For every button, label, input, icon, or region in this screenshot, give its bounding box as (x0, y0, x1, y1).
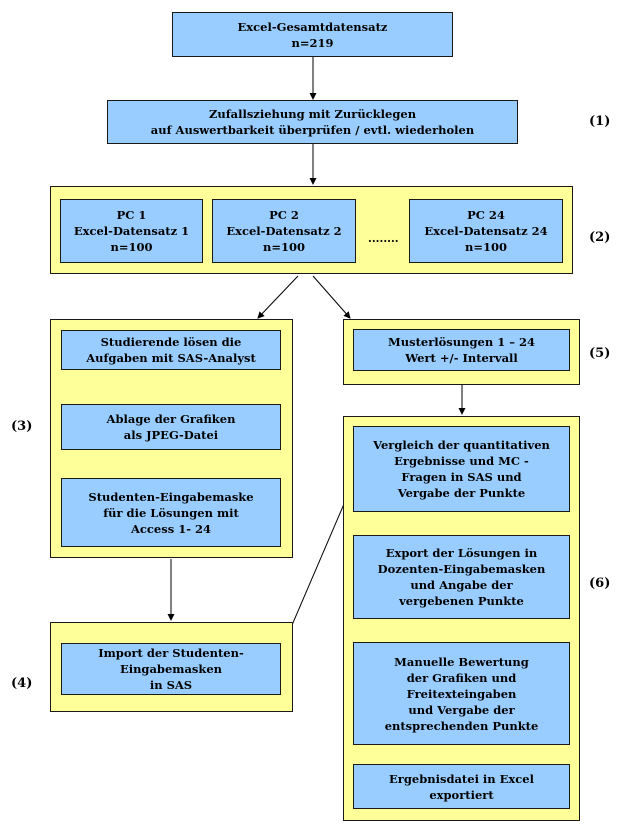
step-label-4: (4) (11, 676, 33, 691)
step-label-5: (5) (589, 346, 611, 361)
pc-ellipsis: ........ (368, 232, 399, 245)
step-label-6: (6) (589, 576, 611, 591)
arrow-pcs-to-students (257, 275, 299, 319)
step-label-2: (2) (589, 230, 611, 245)
arrow-pcs-to-model (312, 275, 351, 319)
step-label-3: (3) (11, 419, 33, 434)
step-label-1: (1) (589, 114, 611, 129)
